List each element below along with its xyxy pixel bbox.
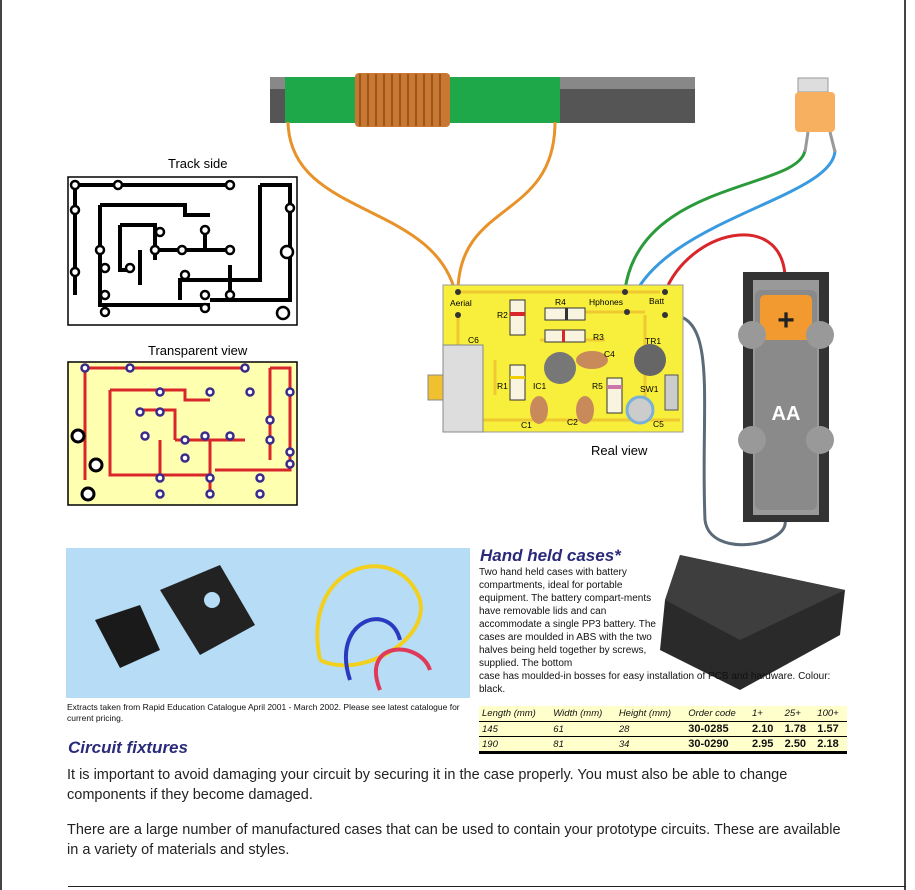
ferrite-aerial xyxy=(270,73,695,127)
label-r3: R3 xyxy=(593,332,604,342)
transparent-view-pcb xyxy=(67,361,298,506)
label-r1: R1 xyxy=(497,381,508,391)
page-border xyxy=(904,0,906,890)
label-c6: C6 xyxy=(468,335,479,345)
hand-held-section: Hand held cases* Two hand held cases wit… xyxy=(479,545,859,754)
cell: 145 xyxy=(479,721,551,737)
label-r2: R2 xyxy=(497,310,508,320)
photo-caption: Extracts taken from Rapid Education Cata… xyxy=(67,702,460,723)
hand-held-title: Hand held cases* xyxy=(480,546,621,565)
cell: 28 xyxy=(615,721,686,737)
cell: 30-0290 xyxy=(685,736,749,754)
col-header: 100+ xyxy=(814,706,847,722)
cell: 1.57 xyxy=(814,721,847,737)
label-c1: C1 xyxy=(521,420,532,430)
col-header: Order code xyxy=(685,706,749,722)
cell: 2.50 xyxy=(781,736,815,754)
label-c5: C5 xyxy=(653,419,664,429)
label-sw1: SW1 xyxy=(640,384,659,394)
price-table: Length (mm) Width (mm) Height (mm) Order… xyxy=(479,706,847,754)
col-header: Width (mm) xyxy=(550,706,616,722)
table-row: 145 61 28 30-0285 2.10 1.78 1.57 xyxy=(479,721,847,737)
divider xyxy=(68,886,906,887)
cell: 190 xyxy=(479,736,551,754)
label-r5: R5 xyxy=(592,381,603,391)
label-c4: C4 xyxy=(604,349,615,359)
cell: 1.78 xyxy=(781,721,815,737)
label-r4: R4 xyxy=(555,297,566,307)
label-batt: Batt xyxy=(649,296,665,306)
hand-held-case-photo xyxy=(660,555,845,690)
cell: 30-0285 xyxy=(685,721,749,737)
paragraph: It is important to avoid damaging your c… xyxy=(67,767,788,803)
col-header: 1+ xyxy=(748,706,782,722)
paragraph: There are a large number of manufactured… xyxy=(67,822,841,858)
cell: 34 xyxy=(615,736,686,754)
cell: 61 xyxy=(550,721,616,737)
col-header: 25+ xyxy=(781,706,815,722)
col-header: Length (mm) xyxy=(479,706,551,722)
real-view-pcb: Aerial Hphones Batt R4 R2 R3 C6 TR1 C4 R… xyxy=(427,284,684,433)
cell: 2.95 xyxy=(748,736,782,754)
battery-label: AA xyxy=(772,403,801,425)
table-row: 190 81 34 30-0290 2.95 2.50 2.18 xyxy=(479,736,847,754)
page-border xyxy=(0,0,2,890)
cell: 2.18 xyxy=(814,736,847,754)
hand-held-description: Two hand held cases with battery compart… xyxy=(479,567,656,669)
section-title: Circuit fixtures xyxy=(68,738,188,757)
headphone-socket xyxy=(795,77,837,153)
battery-holder: + AA xyxy=(738,272,834,522)
wires xyxy=(286,121,837,547)
hand-held-description-cont: case has moulded-in bosses for easy inst… xyxy=(479,671,831,695)
col-header: Height (mm) xyxy=(615,706,686,722)
label-hphones: Hphones xyxy=(589,297,623,307)
cell: 2.10 xyxy=(748,721,782,737)
label-aerial: Aerial xyxy=(450,298,472,308)
cell: 81 xyxy=(550,736,616,754)
battery-plus: + xyxy=(777,304,795,337)
label-c2: C2 xyxy=(567,417,578,427)
track-side-label: Track side xyxy=(168,156,227,171)
track-side-pcb xyxy=(67,176,298,326)
lower-section: Extracts taken from Rapid Education Cata… xyxy=(67,702,857,860)
table-header-row: Length (mm) Width (mm) Height (mm) Order… xyxy=(479,706,847,722)
cable-ties-photo xyxy=(66,548,470,698)
transparent-view-label: Transparent view xyxy=(148,343,248,358)
real-view-label: Real view xyxy=(591,443,648,458)
label-tr1: TR1 xyxy=(645,336,661,346)
label-ic1: IC1 xyxy=(533,381,547,391)
